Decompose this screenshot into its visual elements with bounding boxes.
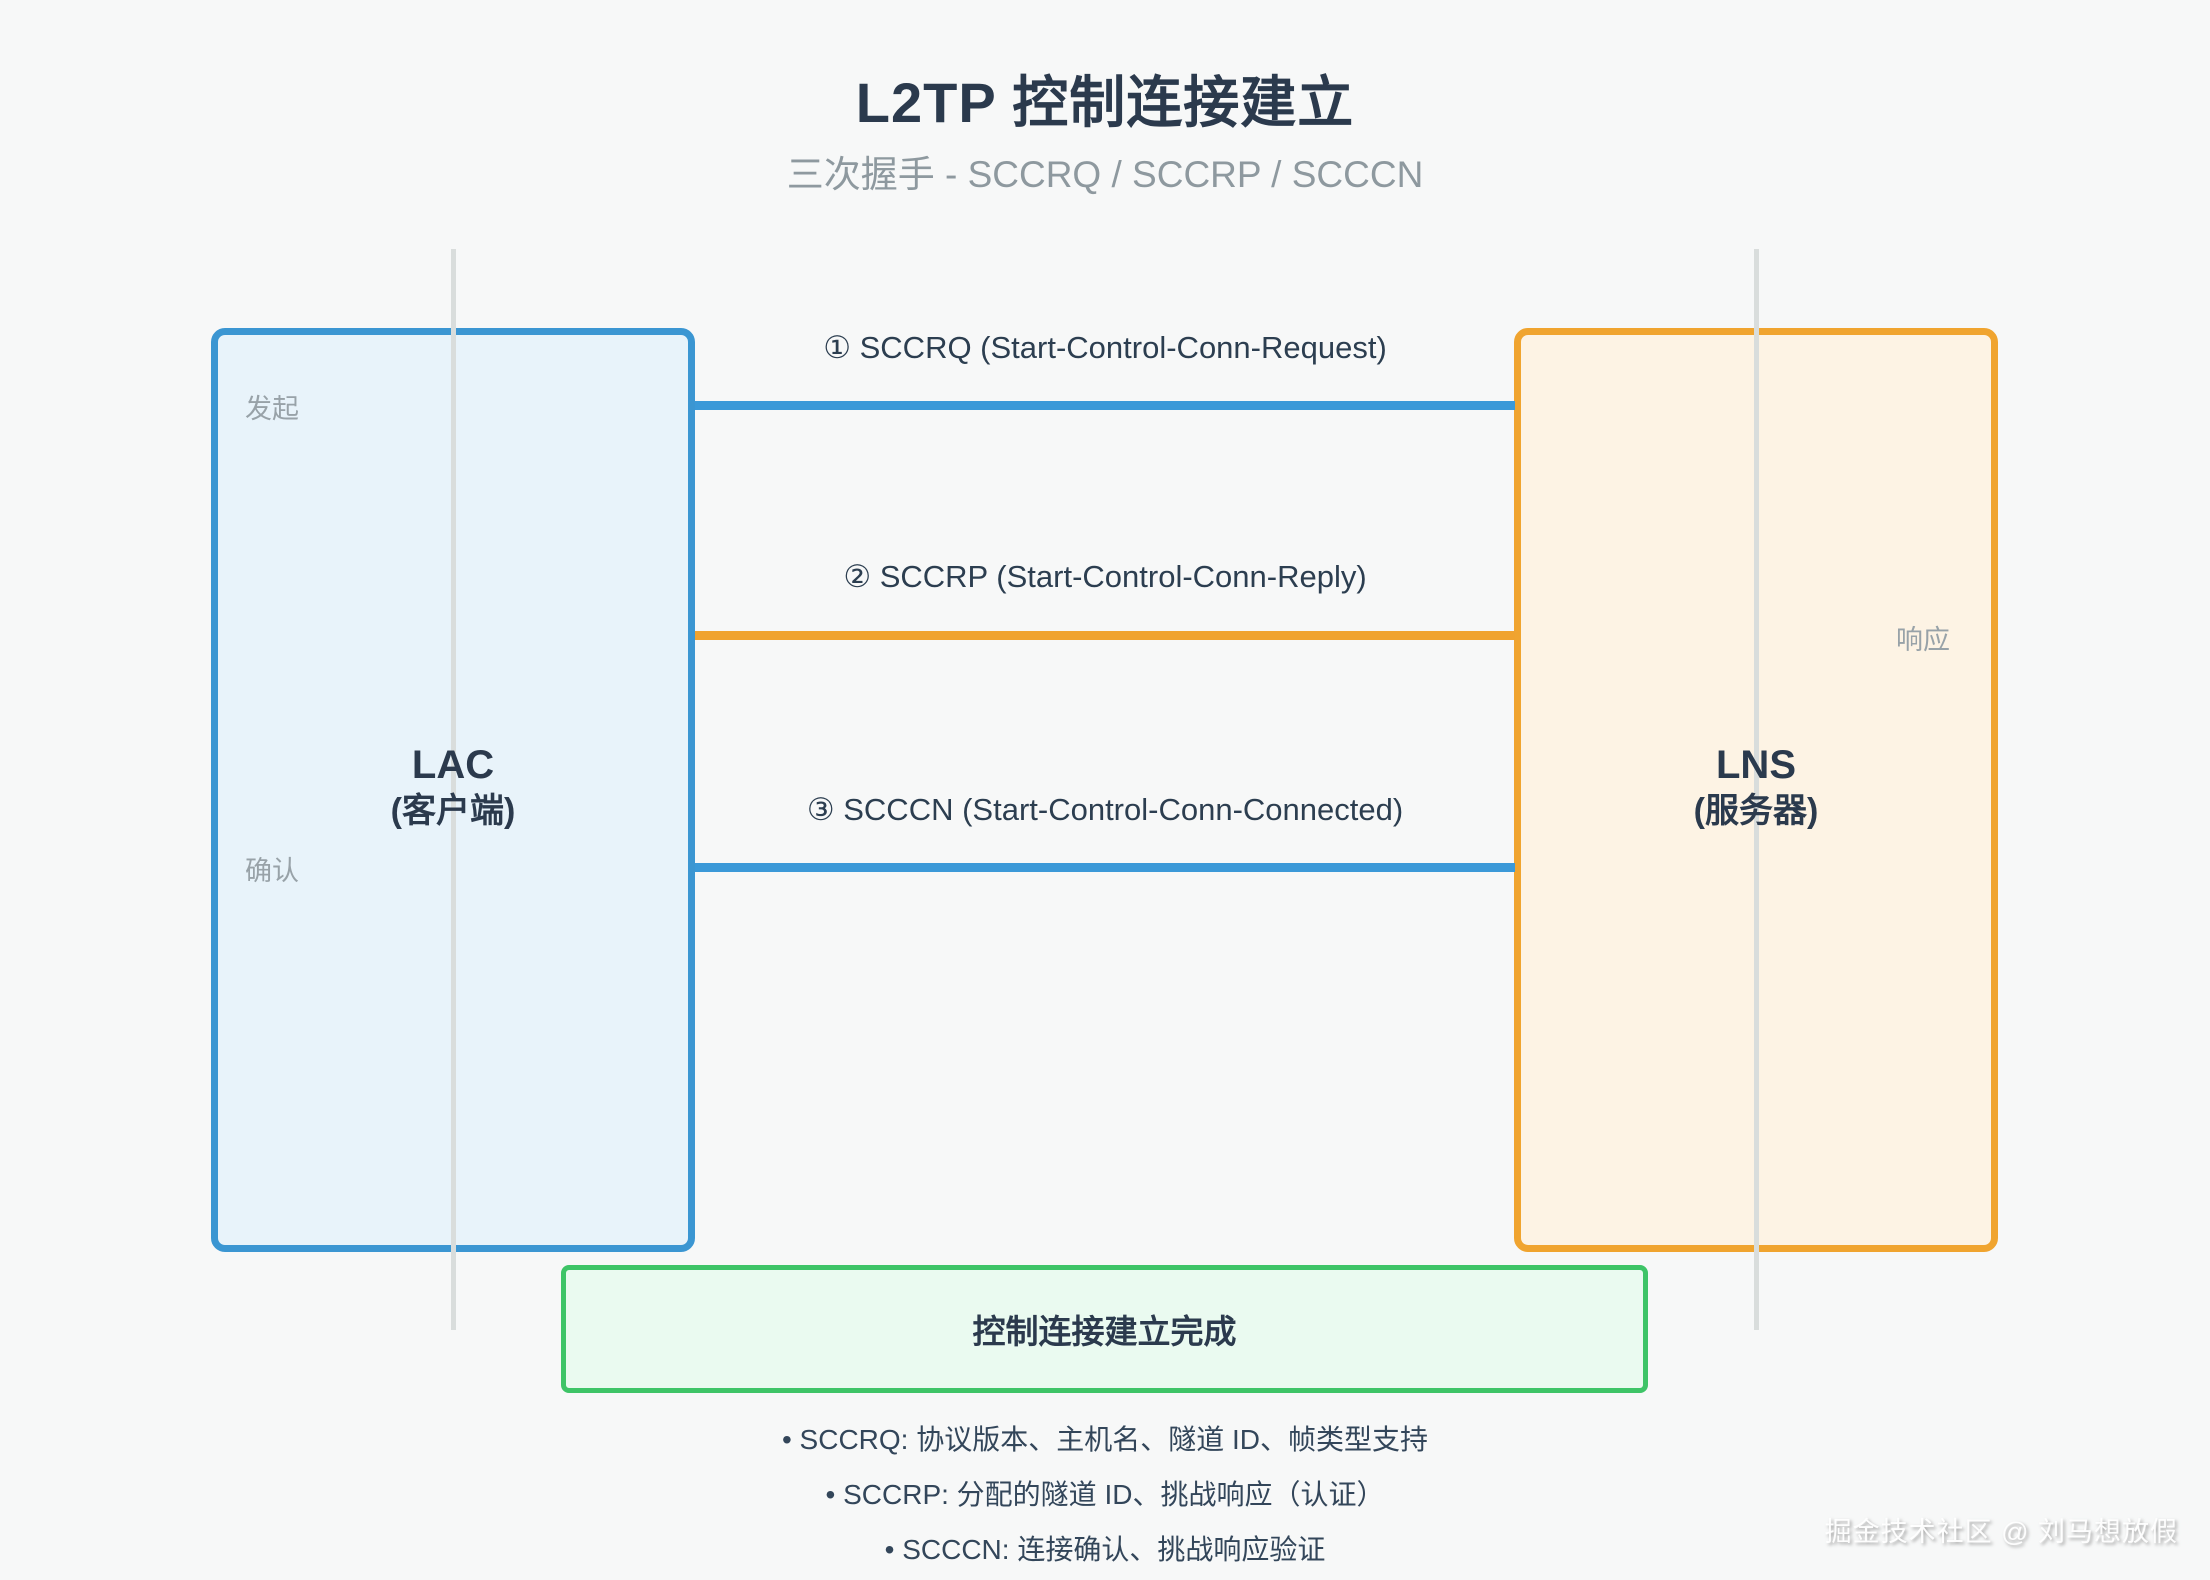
lns-lifeline: [1754, 249, 1759, 1330]
sccrp-message-label: ② SCCRP (Start-Control-Conn-Reply): [843, 559, 1367, 594]
lns-actor-label: LNS (服务器): [1514, 742, 1998, 834]
lac-actor-label: LAC (客户端): [211, 742, 695, 834]
initiate-label: 发起: [245, 394, 299, 424]
sccrp-message-line: [695, 631, 1515, 640]
note-sccrq: • SCCRQ: 协议版本、主机名、隧道 ID、帧类型支持: [781, 1424, 1429, 1455]
lac-name: LAC: [411, 743, 495, 787]
lac-role: (客户端): [390, 792, 516, 830]
note-scccn: • SCCCN: 连接确认、挑战响应验证: [884, 1534, 1326, 1565]
note-sccrp: • SCCRP: 分配的隧道 ID、挑战响应（认证）: [825, 1479, 1385, 1510]
lac-lifeline: [451, 249, 456, 1330]
respond-label: 响应: [1896, 625, 1950, 655]
scccn-message-line: [695, 863, 1515, 872]
confirm-label: 确认: [245, 856, 299, 886]
sccrq-message-line: [695, 401, 1515, 410]
lns-role: (服务器): [1693, 792, 1819, 830]
completion-banner: 控制连接建立完成: [561, 1265, 1648, 1393]
lns-name: LNS: [1716, 743, 1796, 787]
page-title: L2TP 控制连接建立: [855, 71, 1355, 134]
watermark: 掘金技术社区 @ 刘马想放假: [1824, 1517, 2178, 1547]
notes-list: • SCCRQ: 协议版本、主机名、隧道 ID、帧类型支持 • SCCRP: 分…: [0, 1412, 2210, 1577]
scccn-message-label: ③ SCCCN (Start-Control-Conn-Connected): [806, 792, 1404, 827]
sccrq-message-label: ① SCCRQ (Start-Control-Conn-Request): [823, 330, 1387, 365]
page-subtitle: 三次握手 - SCCRQ / SCCRP / SCCCN: [786, 154, 1424, 195]
completion-banner-text: 控制连接建立完成: [972, 1313, 1237, 1350]
